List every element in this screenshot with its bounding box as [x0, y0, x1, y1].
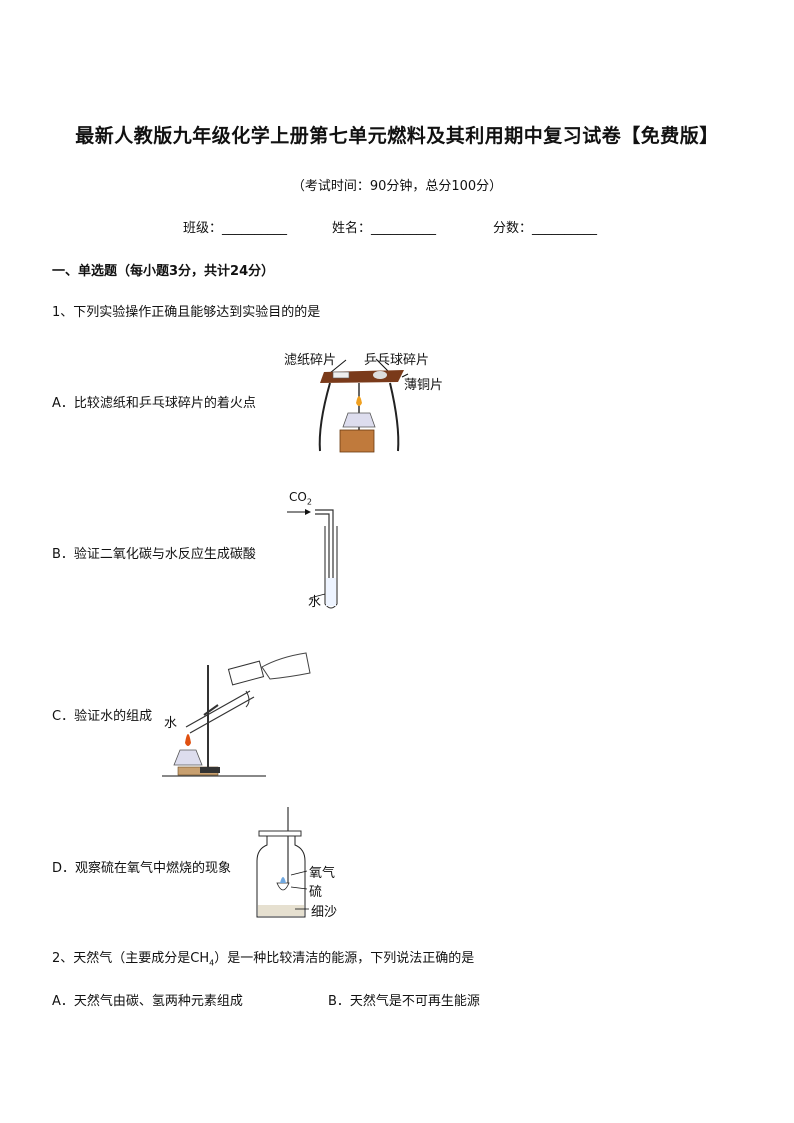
label-co2: CO2 — [289, 490, 312, 506]
label-water-b: 水 — [308, 595, 322, 610]
label-pingpong: 乒乓球碎片 — [364, 353, 430, 368]
q1-option-d: D．观察硫在氧气中燃烧的现象 — [52, 861, 232, 876]
q1-option-a: A．比较滤纸和乒乓球碎片的着火点 — [52, 396, 256, 411]
name-blank: __________ — [371, 221, 437, 236]
score-label: 分数： — [493, 221, 533, 236]
label-filter-paper: 滤纸碎片 — [284, 353, 337, 368]
section-heading: 一、单选题（每小题3分，共计24分） — [52, 264, 275, 279]
apparatus-c-illustration — [162, 652, 311, 777]
question-2-stem-end: ）是一种比较清洁的能源，下列说法正确的是 — [214, 951, 475, 966]
score-field: 分数：__________ — [493, 217, 597, 236]
q2-option-b: B．天然气是不可再生能源 — [328, 994, 480, 1009]
page-title: 最新人教版九年级化学上册第七单元燃料及其利用期中复习试卷【免费版】 — [75, 125, 719, 147]
apparatus-d-illustration — [256, 807, 309, 918]
label-co2-main: CO — [289, 490, 307, 504]
label-co2-subscript: 2 — [306, 497, 312, 507]
exam-info: （考试时间：90分钟，总分100分） — [291, 179, 503, 194]
name-field: 姓名：__________ — [332, 217, 436, 236]
q1-option-b: B．验证二氧化碳与水反应生成碳酸 — [52, 547, 256, 562]
question-2-stem-start: 2、天然气（主要成分是CH — [52, 951, 210, 966]
class-label: 班级： — [183, 221, 223, 236]
score-blank: __________ — [532, 221, 598, 236]
question-2-stem: 2、天然气（主要成分是CH4）是一种比较清洁的能源，下列说法正确的是 — [52, 947, 474, 968]
label-copper-sheet: 薄铜片 — [404, 378, 444, 393]
label-sulfur: 硫 — [309, 885, 323, 900]
label-water-c: 水 — [164, 716, 178, 731]
label-fine-sand: 细沙 — [311, 905, 338, 920]
class-blank: __________ — [222, 221, 288, 236]
q1-option-c: C．验证水的组成 — [52, 709, 153, 724]
apparatus-a-illustration — [318, 358, 409, 453]
question-1-stem: 1、下列实验操作正确且能够达到实验目的的是 — [52, 305, 321, 320]
class-field: 班级：__________ — [183, 217, 287, 236]
q2-option-a: A．天然气由碳、氢两种元素组成 — [52, 994, 243, 1009]
label-oxygen: 氧气 — [309, 866, 336, 881]
question-2-stem-subscript: 4 — [209, 958, 215, 968]
name-label: 姓名： — [332, 221, 372, 236]
apparatus-b-illustration — [287, 509, 338, 609]
